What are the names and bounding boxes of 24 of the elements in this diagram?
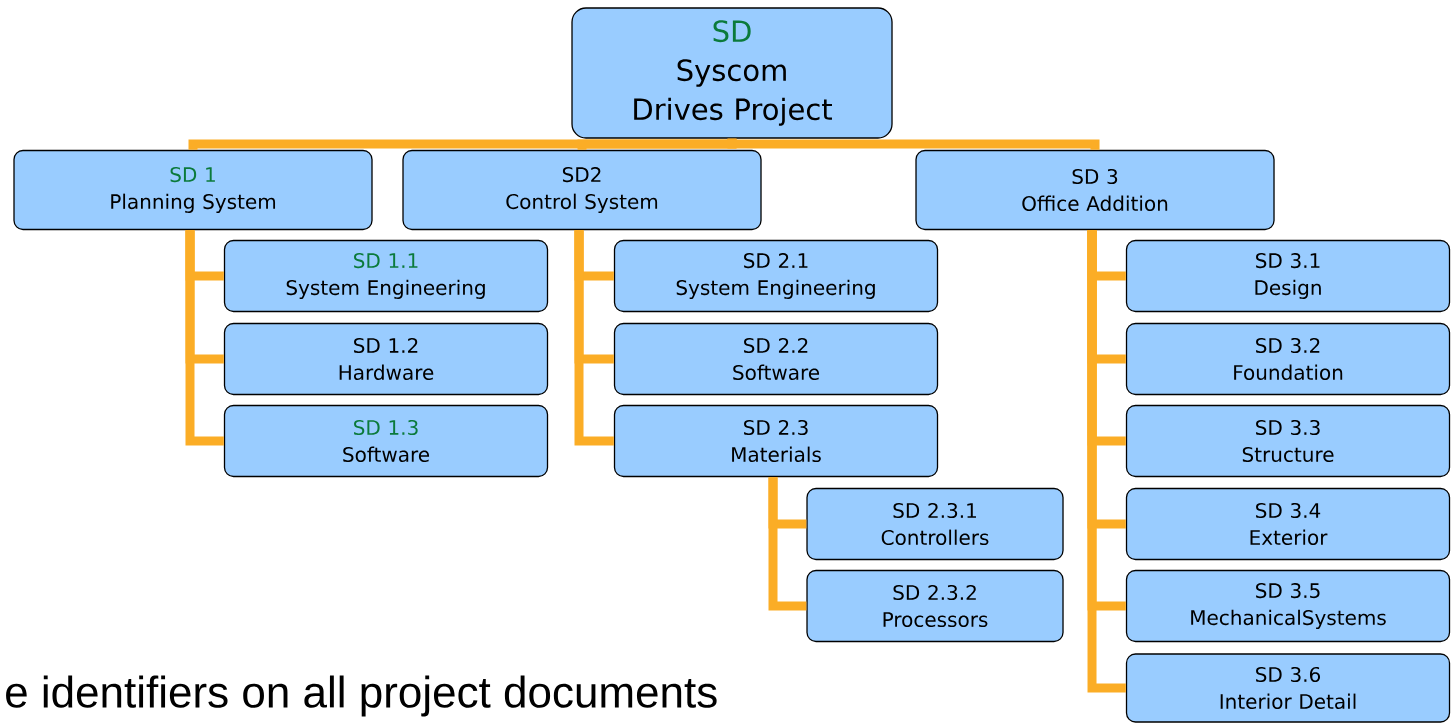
node-box: SD 3.4 Exterior: [1125, 487, 1451, 561]
node-box: SD 3.3 Structure: [1125, 404, 1451, 478]
connector-line: [727, 138, 1100, 150]
node-box: SD 1.2 Hardware: [223, 322, 549, 396]
node-box: SD 3 Office Addition: [915, 149, 1275, 231]
node-box: SD 2.3.1 Controllers: [806, 487, 1064, 561]
node-box: SD 3.6 Interior Detail: [1125, 653, 1451, 723]
node-box: SD 2.3.2 Processors: [806, 569, 1064, 643]
node-box: SD 1.3 Software: [223, 404, 549, 478]
connector-line: [1087, 230, 1126, 693]
node-box: SD 3.2 Foundation: [1125, 322, 1451, 396]
node-box: SD 1 Planning System: [13, 149, 373, 231]
connector-line: [185, 230, 224, 446]
connector-line: [768, 477, 807, 611]
caption-text: e identifiers on all project documents: [6, 675, 717, 717]
connector-line: [574, 230, 614, 446]
node-box: SD 2.3 Materials: [613, 404, 939, 478]
node-box: SD2 Control System: [402, 149, 762, 231]
node-box: SD 2.1 System Engineering: [613, 239, 939, 313]
node-box: SD 3.5 MechanicalSystems: [1125, 569, 1451, 643]
node-box: SD 3.1 Design: [1125, 239, 1451, 313]
node-box: SD 2.2 Software: [613, 322, 939, 396]
node-box: SD 1.1 System Engineering: [223, 239, 549, 313]
node-box: SD Syscom Drives Project: [571, 7, 893, 139]
